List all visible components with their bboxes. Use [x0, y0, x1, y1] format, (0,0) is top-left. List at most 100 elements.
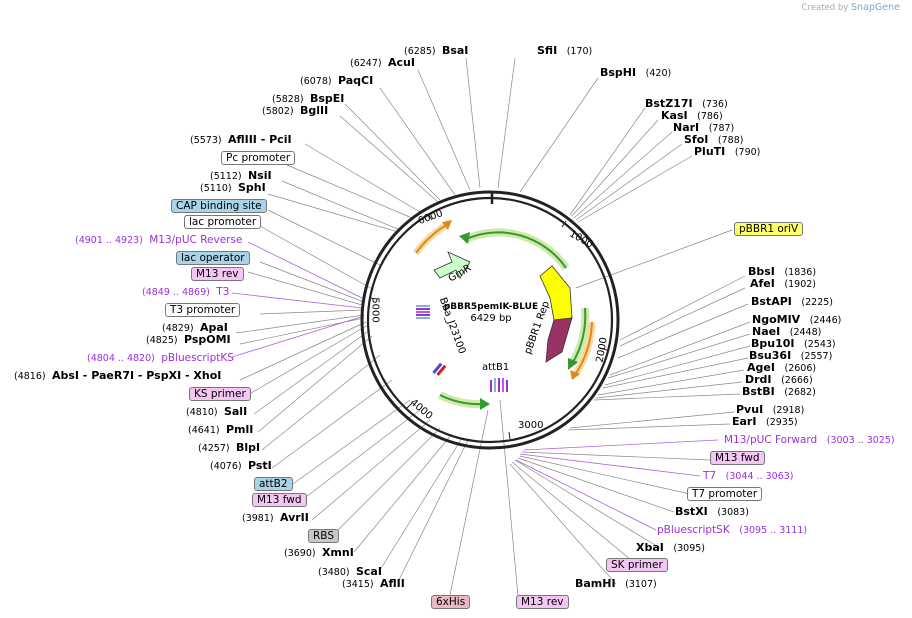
site-kasi[interactable]: KasI (786): [661, 110, 723, 123]
site-xmni[interactable]: (3690) XmnI: [284, 547, 354, 560]
feature-box-pc-promoter[interactable]: Pc promoter: [221, 151, 296, 165]
site-pluti-name: PluTI: [694, 145, 726, 158]
feature-box-m13-fwd-left[interactable]: M13 fwd: [252, 493, 307, 507]
site-sphi-name: SphI: [237, 181, 266, 194]
site-sphi[interactable]: (5110) SphI: [200, 182, 266, 195]
site-ngomiv[interactable]: NgoMIV (2446): [752, 314, 841, 327]
site-bbsi[interactable]: BbsI (1836): [748, 266, 816, 279]
site-blpi[interactable]: (4257) BlpI: [198, 442, 260, 455]
site-pvui-name: PvuI: [736, 403, 764, 416]
site-scai[interactable]: (3480) ScaI: [318, 566, 382, 579]
site-bbsi-pos: (1836): [784, 267, 817, 278]
site-sali[interactable]: (4810) SalI: [186, 406, 247, 419]
site-apai-name: ApaI: [199, 321, 228, 334]
site-paqci-pos: (6078): [300, 76, 332, 87]
site-afei-name: AfeI: [750, 277, 775, 290]
primer-m13-puc-reverse[interactable]: (4901 .. 4923) M13/pUC Reverse: [75, 234, 242, 247]
site-pmli[interactable]: (4641) PmlI: [188, 424, 253, 437]
orf-bottom-arrowhead: [480, 398, 490, 410]
site-pvui[interactable]: PvuI (2918): [736, 404, 804, 417]
feature-box-6xhis[interactable]: 6xHis: [431, 595, 471, 609]
site-bstapi-pos: (2225): [801, 297, 833, 308]
feature-box-lac-promoter[interactable]: lac promoter: [184, 215, 262, 229]
tick-label-5000: 5000: [369, 297, 381, 323]
orange-right-arrowhead: [570, 370, 580, 380]
site-acui-pos: (6247): [350, 58, 382, 69]
plasmid-length: 6429 bp: [470, 313, 512, 324]
site-bamhi-pos: (3107): [625, 579, 657, 590]
site-bsu36i[interactable]: Bsu36I (2557): [749, 350, 832, 363]
feature-box-attb2[interactable]: attB2: [254, 477, 293, 491]
site-eari-name: EarI: [732, 415, 757, 428]
site-pluti[interactable]: PluTI (790): [694, 146, 760, 159]
site-apai[interactable]: (4829) ApaI: [162, 322, 228, 335]
site-kasi-name: KasI: [661, 109, 688, 122]
site-bglii-pos: (5802): [262, 106, 294, 117]
leader-lines: [235, 57, 751, 597]
site-bglii[interactable]: (5802) BglII: [262, 105, 328, 118]
site-nari[interactable]: NarI (787): [673, 122, 734, 135]
primer-pbluescriptsk[interactable]: pBluescriptSK (3095 .. 3111): [657, 524, 807, 537]
feature-box-pbbr1-oriv[interactable]: pBBR1 oriV: [734, 222, 804, 236]
feature-box-sk-primer[interactable]: SK primer: [606, 558, 668, 572]
site-eari[interactable]: EarI (2935): [732, 416, 798, 429]
site-afei[interactable]: AfeI (1902): [750, 278, 816, 291]
site-sfoi[interactable]: SfoI (788): [684, 134, 743, 147]
site-sfii[interactable]: SfiI (170): [537, 45, 592, 58]
site-xbai[interactable]: XbaI (3095): [636, 542, 705, 555]
site-afliii-pcii-name: AflIII - PciI: [227, 133, 292, 146]
feature-box-t7-promoter[interactable]: T7 promoter: [687, 487, 763, 501]
primer-m13-puc-forward[interactable]: M13/pUC Forward (3003 .. 3025): [724, 434, 895, 447]
feature-box-m13-rev-left[interactable]: M13 rev: [191, 267, 244, 281]
site-pspomi-pos: (4825): [146, 335, 178, 346]
site-drdi[interactable]: DrdI (2666): [745, 374, 813, 387]
site-nsii[interactable]: (5112) NsiI: [210, 170, 272, 183]
site-bspei-name: BspEI: [309, 92, 345, 105]
site-afliii-pcii[interactable]: (5573) AflIII - PciI: [190, 134, 292, 147]
site-bstapi[interactable]: BstAPI (2225): [751, 296, 833, 309]
site-bstapi-name: BstAPI: [751, 295, 792, 308]
orange-right-arc: [574, 321, 593, 376]
site-bstxi-pos: (3083): [717, 507, 749, 518]
site-bstbi[interactable]: BstBI (2682): [742, 386, 816, 399]
site-xmni-pos: (3690): [284, 548, 316, 559]
site-bsphi[interactable]: BspHI (420): [600, 67, 671, 80]
feature-box-cap-binding-site[interactable]: CAP binding site: [171, 199, 267, 213]
site-aflii[interactable]: (3415) AflII: [342, 578, 405, 591]
site-agei[interactable]: AgeI (2606): [747, 362, 816, 375]
primer-t7[interactable]: T7 (3044 .. 3063): [703, 470, 794, 483]
site-bstz17i[interactable]: BstZ17I (736): [645, 98, 728, 111]
scale-ticks: [369, 213, 608, 440]
site-acui[interactable]: (6247) AcuI: [350, 57, 415, 70]
site-bstbi-name: BstBI: [742, 385, 775, 398]
site-pspomi[interactable]: (4825) PspOMI: [146, 334, 231, 347]
site-scai-name: ScaI: [355, 565, 382, 578]
mcs-bottom-features: [490, 378, 508, 392]
site-avrii[interactable]: (3981) AvrII: [242, 512, 309, 525]
site-bglii-name: BglII: [299, 104, 329, 117]
site-paqci[interactable]: (6078) PaqCI: [300, 75, 373, 88]
site-bpu10i[interactable]: Bpu10I (2543): [751, 338, 836, 351]
site-bsai[interactable]: (6285) BsaI: [404, 45, 468, 58]
backbone-inner-ring: [366, 196, 614, 444]
site-bsu36i-name: Bsu36I: [749, 349, 792, 362]
site-bamhi[interactable]: BamHI (3107): [575, 578, 657, 591]
site-absi-xhoi[interactable]: (4816) AbsI - PaeR7I - PspXI - XhoI: [14, 370, 221, 383]
site-bstxi[interactable]: BstXI (3083): [675, 506, 749, 519]
site-ngomiv-name: NgoMIV: [752, 313, 801, 326]
primer-t3[interactable]: (4849 .. 4869) T3: [142, 286, 229, 299]
site-kasi-pos: (786): [697, 111, 723, 122]
feature-box-t3-promoter[interactable]: T3 promoter: [165, 303, 241, 317]
site-naei[interactable]: NaeI (2448): [752, 326, 821, 339]
feature-box-lac-operator[interactable]: lac operator: [176, 251, 250, 265]
feature-box-ks-primer[interactable]: KS primer: [189, 387, 251, 401]
gmr-arrow: [433, 251, 471, 279]
site-bspei[interactable]: (5828) BspEI: [272, 93, 344, 106]
feature-box-rbs[interactable]: RBS: [308, 529, 339, 543]
site-psti[interactable]: (4076) PstI: [210, 460, 272, 473]
primer-pbluescriptks[interactable]: (4804 .. 4820) pBluescriptKS: [87, 352, 234, 365]
site-blpi-name: BlpI: [235, 441, 261, 454]
feature-box-m13-rev-bottom[interactable]: M13 rev: [516, 595, 569, 609]
site-sali-pos: (4810): [186, 407, 218, 418]
feature-box-m13-fwd-right[interactable]: M13 fwd: [710, 451, 765, 465]
